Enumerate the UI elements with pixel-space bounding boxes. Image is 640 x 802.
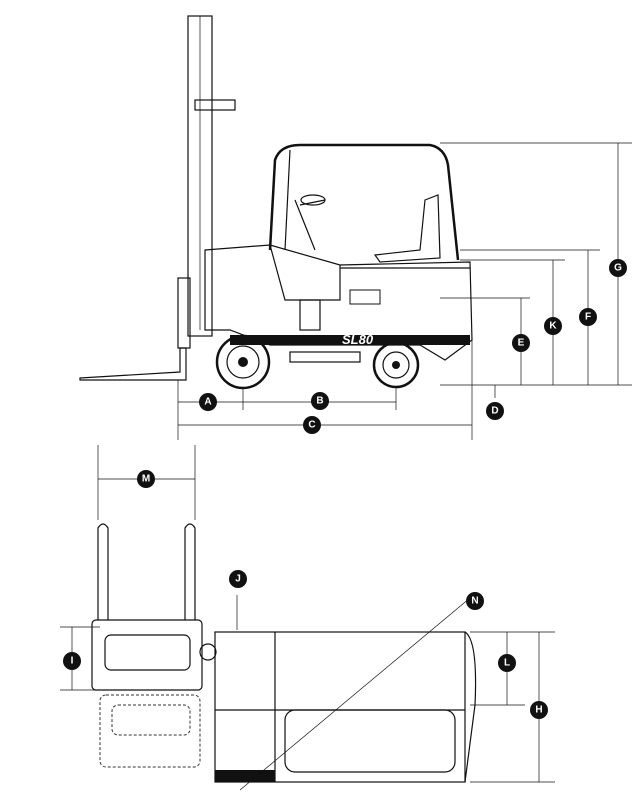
truck-body-top [214, 631, 466, 783]
label-B: B [311, 392, 329, 410]
label-J: J [229, 570, 247, 588]
svg-text:N: N [471, 596, 478, 607]
svg-text:E: E [518, 338, 525, 349]
svg-text:M: M [142, 474, 150, 485]
svg-text:C: C [308, 420, 315, 431]
svg-text:K: K [549, 321, 557, 332]
right-fork [184, 523, 196, 620]
svg-text:F: F [585, 312, 591, 323]
label-E: E [512, 334, 530, 352]
side-view: SL80 [79, 15, 632, 440]
svg-text:I: I [71, 656, 74, 667]
rear-wheel [372, 341, 420, 389]
left-fork [97, 523, 109, 620]
label-G: G [609, 259, 627, 277]
top-view [60, 445, 555, 791]
svg-text:H: H [535, 705, 542, 716]
label-L: L [498, 654, 516, 672]
svg-text:B: B [316, 396, 323, 407]
svg-text:A: A [204, 397, 211, 408]
svg-text:J: J [235, 574, 241, 585]
forks [79, 347, 187, 381]
overhead-guard [268, 143, 460, 261]
label-A: A [199, 393, 217, 411]
svg-text:L: L [504, 658, 510, 669]
label-K: K [544, 317, 562, 335]
model-badge: SL80 [342, 332, 374, 347]
brand-badge [349, 289, 381, 305]
svg-text:D: D [491, 406, 498, 417]
label-F: F [579, 308, 597, 326]
label-N: N [466, 592, 484, 610]
label-C: C [303, 416, 321, 434]
svg-text:G: G [614, 263, 622, 274]
chassis [204, 244, 473, 361]
label-D: D [486, 402, 504, 420]
label-H: H [530, 701, 548, 719]
label-I: I [63, 652, 81, 670]
label-M: M [137, 470, 155, 488]
